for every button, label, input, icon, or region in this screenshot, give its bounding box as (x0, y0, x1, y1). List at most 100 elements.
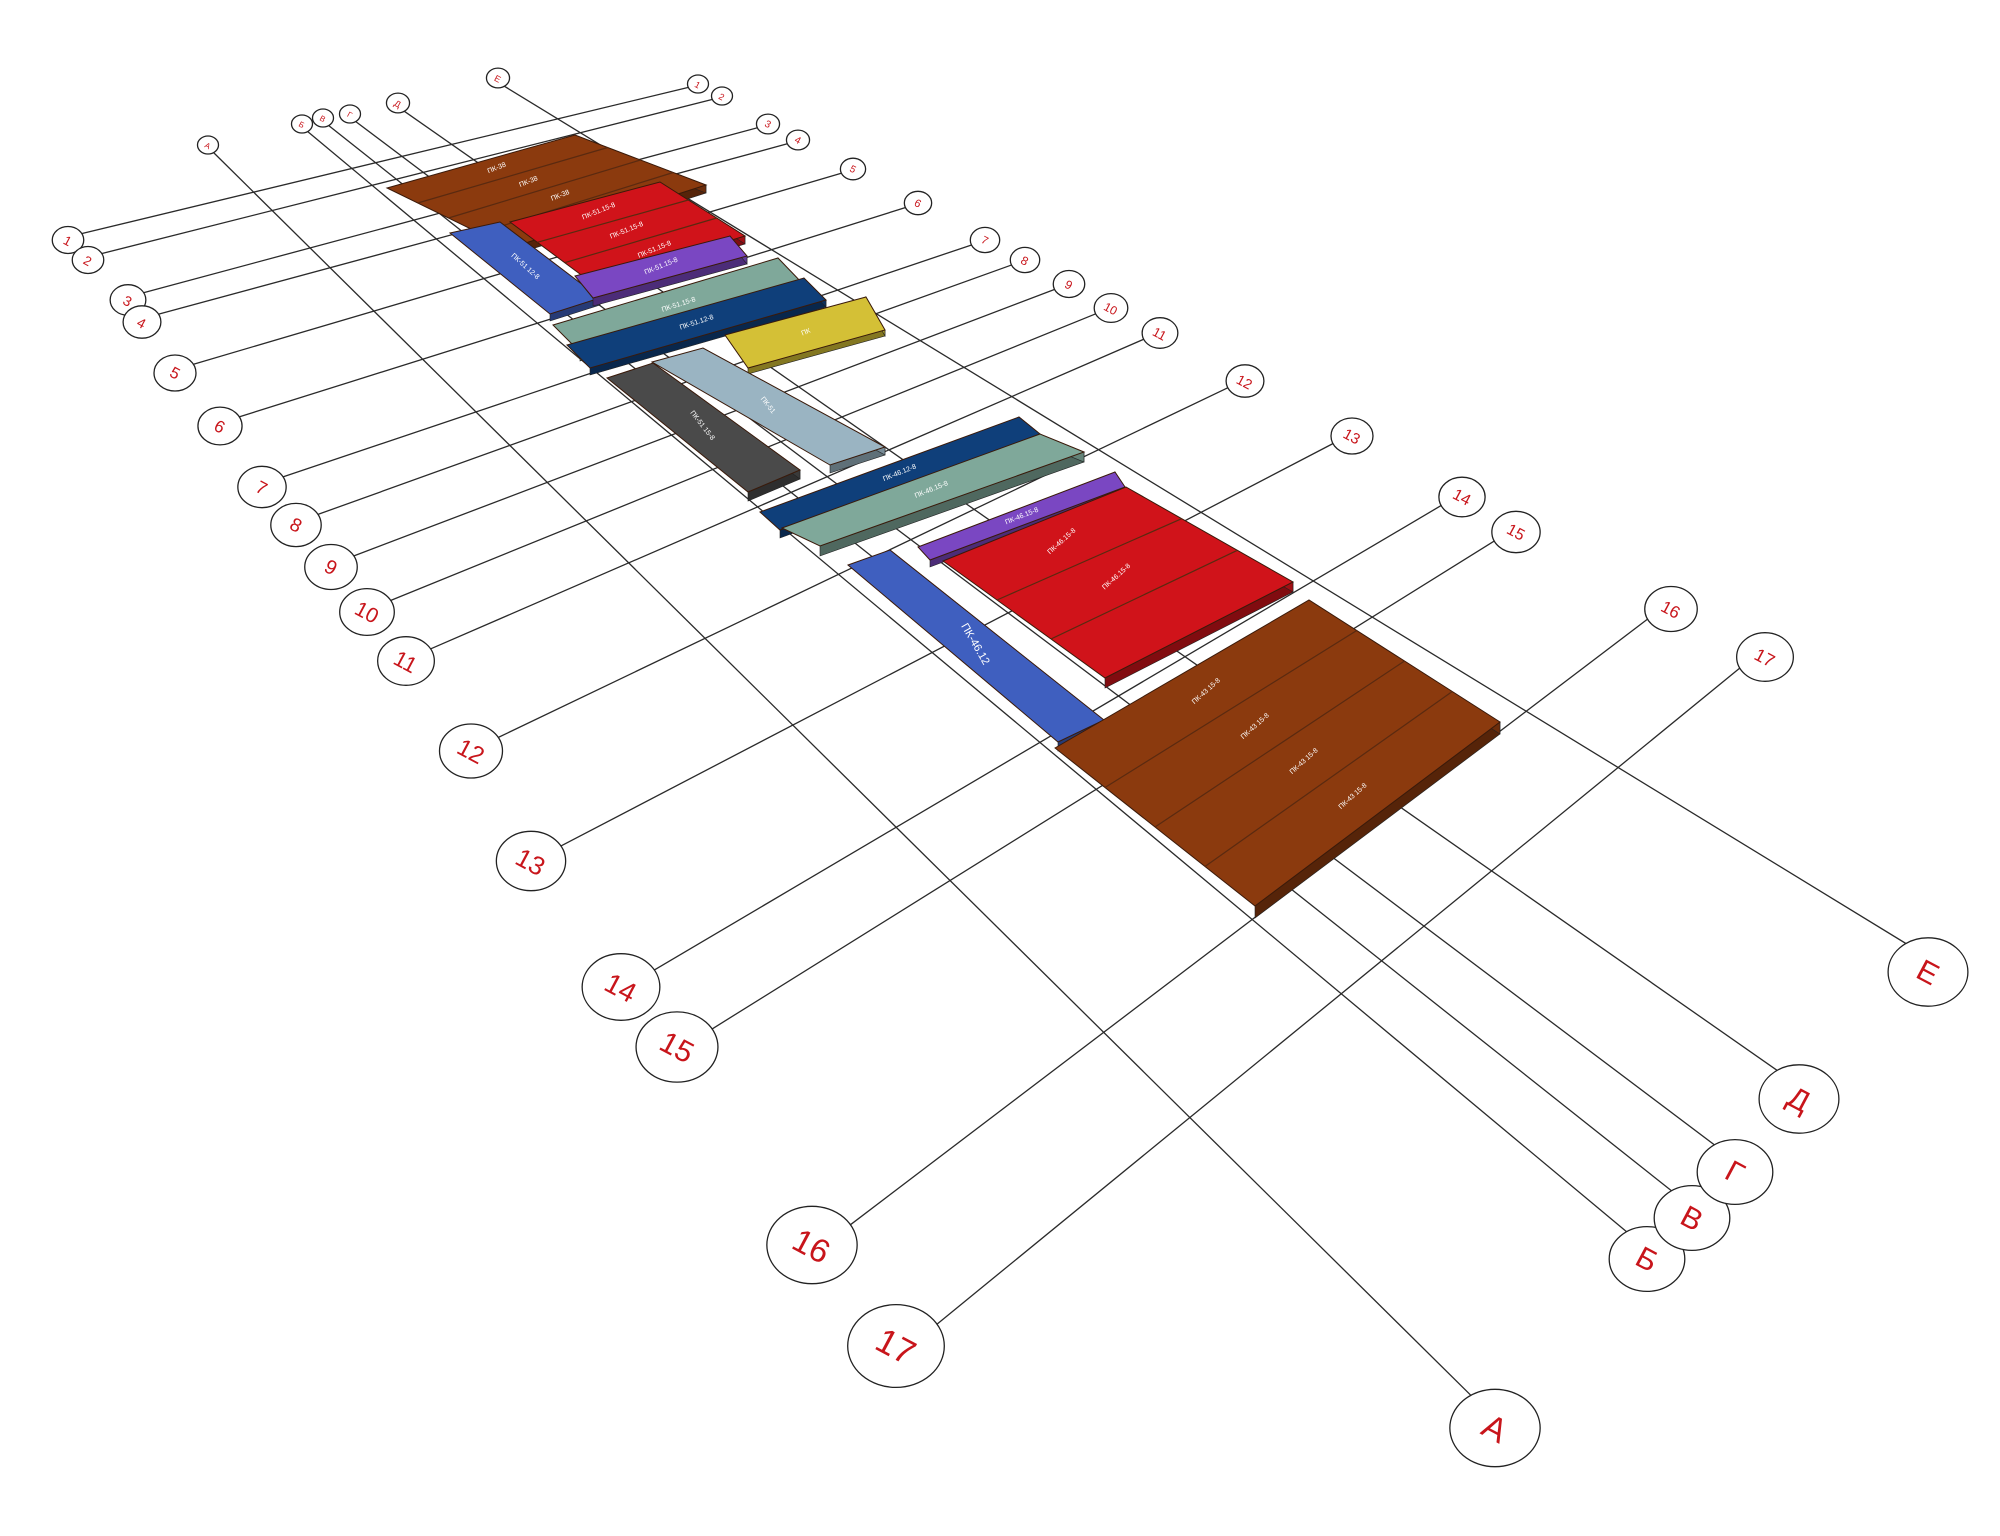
axis-bubble-3-right: 3 (755, 113, 781, 135)
axis-bubble-9-right: 9 (1052, 269, 1086, 299)
slab-panel-p1: ПК-43 15-8ПК-43 15-8ПК-43 15-8ПК-43 15-8 (1054, 599, 1501, 919)
axis-bubble-5-left-circle (153, 354, 197, 392)
slab-top (566, 277, 827, 369)
axis-bubble-v-top-circle (311, 108, 335, 128)
axis-bubble-17-right: 17 (1736, 632, 1795, 682)
axis-bubble-4-right: 4 (785, 129, 811, 151)
axis-bubble-2-left: 2 (71, 245, 105, 275)
axis-bubble-4-right-label: 4 (792, 135, 802, 148)
axis-bubble-b-bottom: Б (1608, 1225, 1686, 1293)
axis-bubble-14-right: 14 (1438, 476, 1486, 518)
axis-bubble-6-right-circle (903, 190, 933, 216)
axis-bubble-7-right-label: 7 (979, 234, 990, 247)
axis-bubble-a-top-label: А (203, 141, 213, 152)
axis-bubble-11-left-circle (376, 636, 435, 686)
axis-bubble-13-left-circle (495, 830, 567, 892)
axis-bubble-4-right-circle (785, 129, 811, 151)
axis-bubble-d-top-circle (385, 92, 411, 114)
axis-bubble-10-left: 10 (339, 587, 395, 637)
axis-bubble-1-left-circle (51, 225, 85, 255)
axis-bubble-11-right-circle (1141, 317, 1179, 349)
axis-bubble-13-right-circle (1330, 417, 1374, 455)
axis-bubble-12-left: 12 (438, 723, 504, 779)
axis-bubble-16-right-circle (1644, 585, 1698, 633)
slab-seam (1154, 660, 1405, 828)
axis-bubble-d-bottom: Д (1758, 1064, 1840, 1134)
axis-bubble-8-right: 8 (1009, 246, 1041, 274)
axis-bubble-15-left-circle (635, 1011, 719, 1083)
axis-bubble-1-right-circle (686, 74, 710, 94)
slab-seam (996, 518, 1182, 601)
axis-bubble-13-right-label: 13 (1340, 425, 1363, 448)
slab-seam (1204, 691, 1453, 867)
axis-bubble-4-left: 4 (122, 305, 162, 339)
slab-panel-p3: ПК-51.15-8 (574, 235, 748, 307)
axis-bubble-5-right-label: 5 (847, 164, 857, 177)
axis-bubble-11-right-label: 11 (1150, 324, 1169, 344)
slab-seam (417, 146, 608, 204)
gridline-11 (427, 337, 1147, 651)
axis-bubble-5-right: 5 (839, 157, 867, 181)
grid-lines (79, 85, 1910, 1399)
axis-bubble-7-left: 7 (237, 465, 287, 509)
slab-top (780, 433, 1086, 547)
axis-bubble-6-left-circle (197, 406, 243, 446)
axis-bubble-15-right: 15 (1491, 510, 1541, 554)
slab-label: ПК (800, 327, 812, 337)
axis-bubble-d-top-label: Д (392, 98, 402, 110)
axis-bubble-v-top: В (311, 108, 335, 128)
axis-bubble-15-left: 15 (635, 1011, 719, 1083)
axis-bubble-10-right-label: 10 (1101, 300, 1120, 319)
axis-bubble-1-left: 1 (51, 225, 85, 255)
axis-bubble-5-right-circle (839, 157, 867, 181)
axis-bubble-6-left: 6 (197, 406, 243, 446)
axis-bubble-d-top: Д (385, 92, 411, 114)
axis-bubble-11-left: 11 (376, 636, 435, 686)
axis-bubble-e-bottom-circle (1887, 937, 1969, 1007)
axis-bubble-14-left-circle (581, 953, 661, 1021)
axis-bubble-b-top-circle (290, 114, 314, 134)
axis-bubble-e-bottom: Е (1887, 937, 1969, 1007)
axis-bubble-16-left: 16 (766, 1205, 858, 1285)
axis-bubble-2-right: 2 (710, 86, 734, 106)
axis-bubble-10-right-circle (1093, 292, 1129, 324)
axis-bubble-b-top: Б (290, 114, 314, 134)
gridline-e (503, 85, 1910, 946)
slab-top (1054, 599, 1501, 907)
slab-panel-p7: ПК-51 15-8 (605, 362, 802, 502)
axis-bubble-9-left: 9 (304, 543, 358, 591)
slab-panel-p13: ПК-46.12 (847, 549, 1105, 752)
axis-bubble-g-top-circle (338, 104, 362, 124)
axis-bubble-8-left: 8 (270, 502, 322, 548)
axis-bubble-a-top-circle (196, 135, 220, 155)
axis-bubble-e-top: Е (485, 67, 511, 89)
axis-bubble-12-right-label: 12 (1234, 371, 1255, 393)
axis-bubble-2-right-label: 2 (717, 91, 726, 102)
slab-top (574, 235, 748, 299)
slab-panel-p8: ПК-51 (650, 347, 887, 474)
slab-panel-p10: ПК-46.15-8ПК-46.15-8 (941, 486, 1295, 689)
axis-bubble-5-left: 5 (153, 354, 197, 392)
axis-bubble-15-right-label: 15 (1504, 521, 1528, 544)
axis-bubble-14-right-label: 14 (1450, 486, 1474, 509)
axis-bubble-e-top-label: Е (493, 73, 503, 85)
slab-seam (1050, 549, 1238, 640)
axis-bubble-7-right: 7 (969, 226, 1001, 254)
axis-bubble-13-right: 13 (1330, 417, 1374, 455)
gridline-1 (79, 86, 691, 235)
axis-bubble-17-left-circle (847, 1303, 945, 1389)
axis-bubble-9-left-circle (304, 543, 358, 591)
axis-bubble-13-left: 13 (495, 830, 567, 892)
axis-bubble-12-right: 12 (1225, 364, 1265, 398)
gridline-2 (99, 98, 715, 255)
axis-bubble-7-left-circle (237, 465, 287, 509)
slab-top (385, 134, 708, 249)
axis-bubble-e-top-circle (485, 67, 511, 89)
axis-bubble-g-top: Г (338, 104, 362, 124)
axis-bubble-d-bottom-circle (1758, 1064, 1840, 1134)
axis-bubble-6-right-label: 6 (912, 197, 923, 210)
slab-seam (564, 217, 717, 264)
slab-panel-p14: ПК-46.15-8 (780, 433, 1086, 557)
axis-bubble-14-left: 14 (581, 953, 661, 1021)
